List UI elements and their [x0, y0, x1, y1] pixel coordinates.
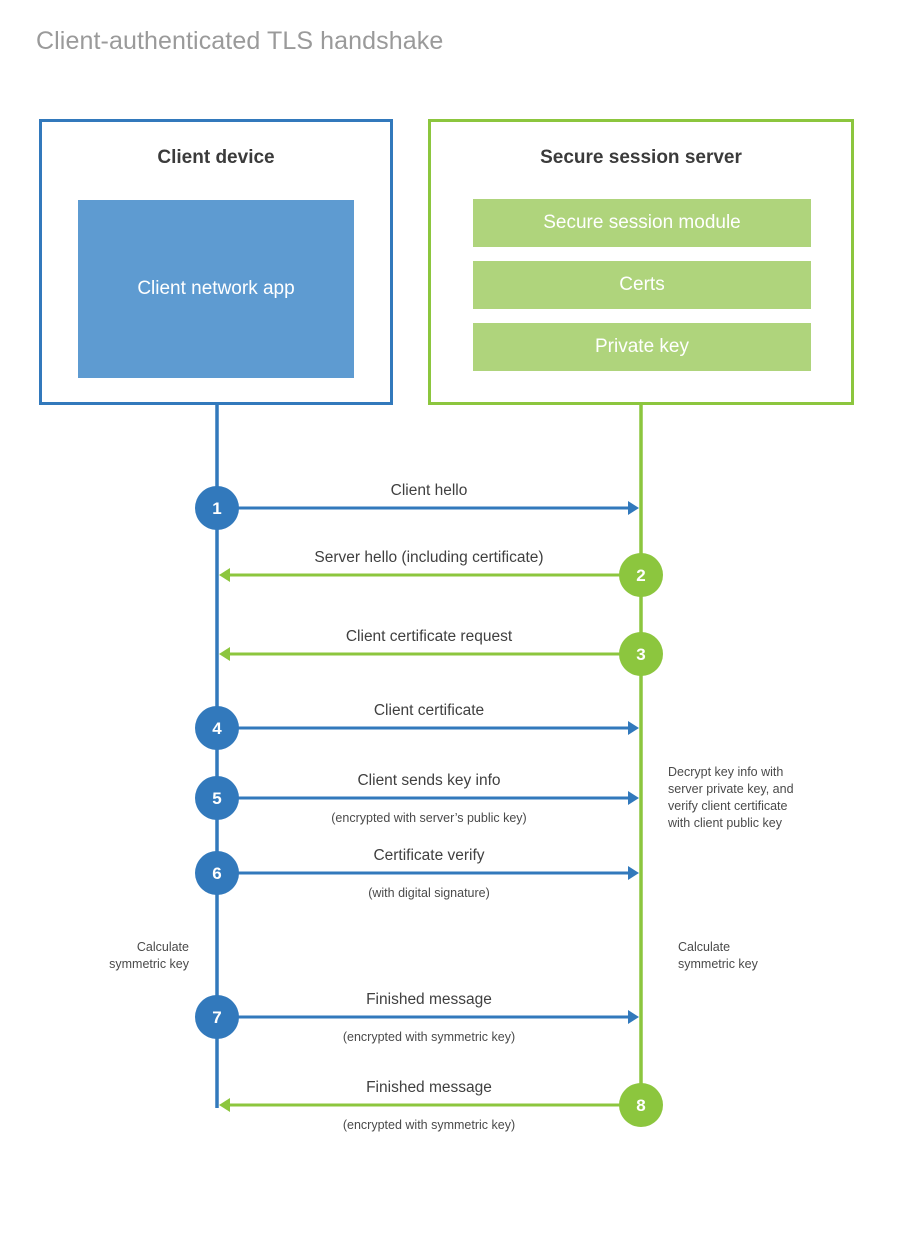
message-label-6: Certificate verify — [373, 847, 484, 864]
page-title: Client-authenticated TLS handshake — [36, 27, 444, 55]
step-circle-8[interactable] — [619, 1083, 663, 1127]
arrowhead-7 — [628, 1010, 639, 1024]
step-circle-4[interactable] — [195, 706, 239, 750]
arrowhead-5 — [628, 791, 639, 805]
message-label-5: Client sends key info — [357, 772, 500, 789]
message-label-3: Client certificate request — [346, 628, 513, 645]
message-label-2: Server hello (including certificate) — [314, 549, 543, 566]
step-circle-1[interactable] — [195, 486, 239, 530]
secure-session-server-box: Secure session server Secure session mod… — [428, 119, 854, 405]
server-component-secure-session-module: Secure session module — [473, 199, 811, 247]
step-circle-5[interactable] — [195, 776, 239, 820]
message-label-8: Finished message — [366, 1079, 492, 1096]
message-sublabel-7: (encrypted with symmetric key) — [343, 1030, 515, 1044]
message-sublabel-6: (with digital signature) — [368, 886, 490, 900]
step-circle-2[interactable] — [619, 553, 663, 597]
step-circle-7[interactable] — [195, 995, 239, 1039]
server-component-private-key: Private key — [473, 323, 811, 371]
arrowhead-4 — [628, 721, 639, 735]
client-network-app-block: Client network app — [78, 200, 354, 378]
arrowhead-6 — [628, 866, 639, 880]
step-circle-3[interactable] — [619, 632, 663, 676]
message-label-1: Client hello — [391, 482, 468, 499]
arrowhead-1 — [628, 501, 639, 515]
server-component-certs: Certs — [473, 261, 811, 309]
step-markers: 1 2 3 4 5 6 7 8 — [195, 486, 663, 1127]
message-sublabel-8: (encrypted with symmetric key) — [343, 1118, 515, 1132]
step-number-7: 7 — [212, 1008, 221, 1027]
secure-session-server-title: Secure session server — [540, 147, 742, 168]
step-circle-6[interactable] — [195, 851, 239, 895]
step-number-6: 6 — [212, 864, 221, 883]
step-number-3: 3 — [636, 645, 645, 664]
client-device-title: Client device — [157, 147, 275, 168]
server-components-list: Secure session module Certs Private key — [473, 199, 811, 385]
step-number-1: 1 — [212, 499, 221, 518]
arrowhead-3 — [219, 647, 230, 661]
step-number-2: 2 — [636, 566, 645, 585]
step-number-5: 5 — [212, 789, 221, 808]
step-number-4: 4 — [212, 719, 222, 738]
message-label-7: Finished message — [366, 991, 492, 1008]
arrowhead-2 — [219, 568, 230, 582]
step-number-8: 8 — [636, 1096, 645, 1115]
arrowhead-8 — [219, 1098, 230, 1112]
message-sublabel-5: (encrypted with server’s public key) — [331, 811, 526, 825]
message-label-4: Client certificate — [374, 702, 484, 719]
client-device-box: Client device Client network app — [39, 119, 393, 405]
